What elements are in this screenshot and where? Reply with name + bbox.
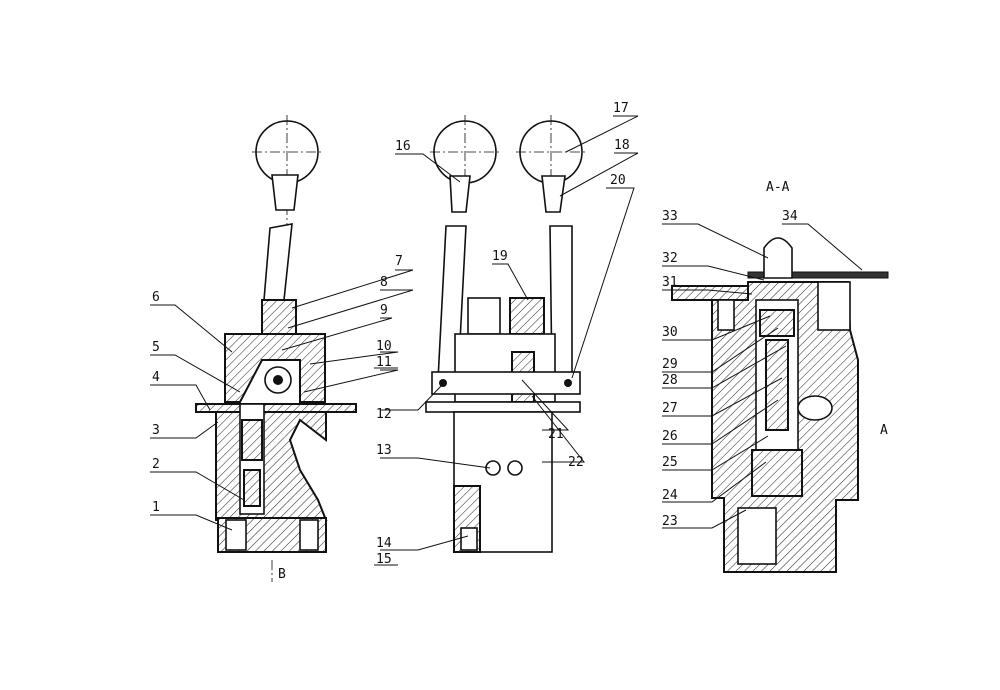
flange-mid xyxy=(425,401,581,413)
port-1 xyxy=(485,460,501,476)
callout-6: 6 xyxy=(152,290,160,305)
lower-body-left xyxy=(215,411,328,521)
handle-mid-2-upper xyxy=(541,175,566,213)
callout-17: 17 xyxy=(613,101,629,116)
callout-14: 14 xyxy=(376,536,392,551)
handle-left-lower xyxy=(263,223,293,301)
section-mark-b: B xyxy=(278,567,286,582)
cap-right xyxy=(763,237,793,279)
callout-7: 7 xyxy=(395,254,403,269)
flange-left xyxy=(195,403,357,413)
callout-5: 5 xyxy=(152,340,160,355)
callout-16: 16 xyxy=(395,139,411,154)
side-mark-a: A xyxy=(880,423,888,438)
callout-28: 28 xyxy=(662,373,678,388)
callout-21: 21 xyxy=(548,427,564,442)
callout-15: 15 xyxy=(376,552,392,567)
callout-2: 2 xyxy=(152,457,160,472)
callout-4: 4 xyxy=(152,370,160,385)
callout-32: 32 xyxy=(662,251,678,266)
callout-22: 22 xyxy=(568,455,584,470)
callout-30: 30 xyxy=(662,325,678,340)
callout-26: 26 xyxy=(662,429,678,444)
callout-24: 24 xyxy=(662,488,678,503)
callout-31: 31 xyxy=(662,275,678,290)
callout-29: 29 xyxy=(662,357,678,372)
port-2 xyxy=(507,460,523,476)
callout-10: 10 xyxy=(376,339,392,354)
top-block-mid xyxy=(467,297,501,335)
callout-34: 34 xyxy=(782,209,798,224)
handle-mid-1-upper xyxy=(449,175,471,213)
right-section-view: A-A A xyxy=(671,180,889,573)
callout-3: 3 xyxy=(152,423,160,438)
middle-front-view xyxy=(425,115,586,553)
callout-labels: 1 2 3 4 5 6 7 8 9 10 11 12 13 14 15 16 1… xyxy=(152,101,798,567)
callout-12: 12 xyxy=(376,407,392,422)
callout-23: 23 xyxy=(662,514,678,529)
callout-19-20: 20 xyxy=(610,173,626,188)
callout-11: 11 xyxy=(376,355,392,370)
callout-8: 8 xyxy=(380,275,388,290)
spring-housing-mid xyxy=(509,297,545,335)
callout-33: 33 xyxy=(662,209,678,224)
callout-18: 18 xyxy=(614,138,630,153)
pivot-bar-mid xyxy=(431,371,581,395)
callout-1: 1 xyxy=(152,500,160,515)
top-plate-right xyxy=(747,271,889,279)
leaders xyxy=(150,115,863,551)
callout-25: 25 xyxy=(662,455,678,470)
callout-9: 9 xyxy=(380,303,388,318)
handle-left-upper xyxy=(271,174,299,211)
callout-27: 27 xyxy=(662,401,678,416)
callout-19: 19 xyxy=(492,249,508,264)
view-title: A-A xyxy=(766,180,790,195)
callout-13: 13 xyxy=(376,443,392,458)
upper-body-left xyxy=(224,333,326,403)
left-section-view: B xyxy=(195,115,357,582)
